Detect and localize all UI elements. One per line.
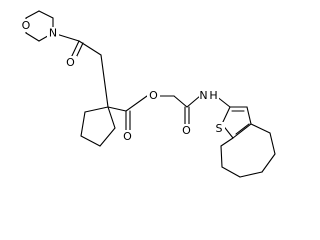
bond-ch-1 xyxy=(250,123,271,134)
bond-ch2-amide-c xyxy=(173,95,188,108)
atom-ketone-o: O xyxy=(64,56,77,69)
bond-th-c2-s xyxy=(221,106,231,125)
atom-morpholine-o: O xyxy=(20,19,32,32)
atom-labels: O N O O O O N H S xyxy=(20,19,225,143)
atom-label-thiophene-s: S xyxy=(216,122,223,135)
atom-label-morpholine-n: N xyxy=(49,27,57,40)
atom-label-amide-n: N xyxy=(199,89,207,102)
bond-ch2-quat xyxy=(100,54,109,108)
bond-ch-2 xyxy=(269,132,276,155)
atom-label-amide-h: H xyxy=(209,89,217,102)
bond-cp-1 xyxy=(84,106,109,113)
atom-amide-o: O xyxy=(180,124,193,137)
bond-cp-2 xyxy=(80,111,86,137)
bond-amide-c-n xyxy=(186,95,201,108)
bond-carbonyl-ch2 xyxy=(78,40,102,56)
bond-ch-6 xyxy=(220,145,223,168)
atom-ester-o-single: O xyxy=(147,89,160,102)
bond-cp-3 xyxy=(80,135,101,147)
bond-ch-5 xyxy=(221,166,241,178)
bond-th-c7a-c3a-double xyxy=(235,123,250,135)
atom-label-ester-o-single: O xyxy=(149,89,158,102)
bond-cp-5 xyxy=(107,106,116,129)
atom-label-amide-o: O xyxy=(182,124,191,137)
bond-th-c3a-c3 xyxy=(246,106,252,125)
bond-ch-4 xyxy=(239,171,263,178)
atom-amide-nh: N H xyxy=(199,89,219,102)
bond-morph-c3-c4 xyxy=(25,32,40,42)
atom-label-morpholine-o: O xyxy=(22,19,31,32)
bond-ch-7 xyxy=(220,137,234,147)
bond-cp-4 xyxy=(99,127,116,147)
atom-thiophene-s: S xyxy=(213,122,225,135)
bond-ch-3 xyxy=(261,153,276,173)
bond-th-c7a-c3a xyxy=(232,123,252,139)
bond-morph-o-c1 xyxy=(25,10,40,19)
atom-ester-o-double: O xyxy=(121,130,134,143)
bond-quat-ester-c xyxy=(107,106,127,112)
atom-morpholine-n: N xyxy=(47,27,59,40)
bond-ester-o-single xyxy=(125,95,148,112)
atom-label-ketone-o: O xyxy=(66,56,75,69)
atom-label-ester-o-double: O xyxy=(123,130,132,143)
bond-morph-c1-c2 xyxy=(38,10,54,19)
molecule-structure-diagram: O N O O O O N H S xyxy=(20,10,276,178)
